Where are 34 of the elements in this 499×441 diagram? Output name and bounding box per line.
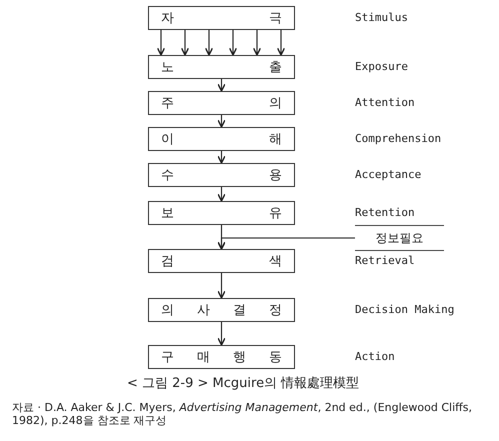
stage-label: Retention (355, 206, 415, 220)
stage-box: 보 유 (148, 201, 295, 225)
stage-label: Comprehension (355, 132, 442, 146)
stage-label: Decision Making (355, 303, 454, 317)
stage-label: Action (355, 350, 395, 364)
arrow (217, 273, 226, 299)
stage-box: 구 매 행 동 (148, 345, 295, 369)
stage-box: 검 색 (148, 249, 295, 273)
arrow (276, 30, 286, 56)
arrow (217, 237, 355, 250)
stage-label: Exposure (355, 60, 408, 74)
stage-box: 주 의 (148, 91, 295, 115)
arrow (228, 30, 238, 56)
arrow (217, 187, 226, 202)
stage-box: 이 해 (148, 127, 295, 151)
arrow (204, 30, 214, 56)
arrow (217, 79, 226, 92)
source-note: 자료 · D.A. Aaker & J.C. Myers, Advertising Management, 2nd ed., (Englewood Cliffs, 1982), p.248을 참조로 재구성 (12, 401, 473, 427)
stage-label: Retrieval (355, 254, 415, 268)
stage-box: 의 사 결 정 (148, 298, 295, 322)
arrow (217, 322, 226, 346)
stage-label: Stimulus (355, 11, 408, 25)
bracketed-label: 정보필요 (355, 225, 444, 251)
arrow (180, 30, 190, 56)
figure-caption: < 그림 2-9 > Mcguire의 情報處理模型 (127, 375, 360, 392)
arrow (217, 115, 226, 128)
stage-label: Acceptance (355, 168, 422, 182)
stage-label: Attention (355, 96, 415, 110)
arrow (156, 30, 166, 56)
stage-box: 노 출 (148, 55, 295, 79)
stage-box: 수 용 (148, 163, 295, 187)
arrow (217, 151, 226, 164)
stage-box: 자 극 (148, 6, 295, 30)
arrow (252, 30, 262, 56)
